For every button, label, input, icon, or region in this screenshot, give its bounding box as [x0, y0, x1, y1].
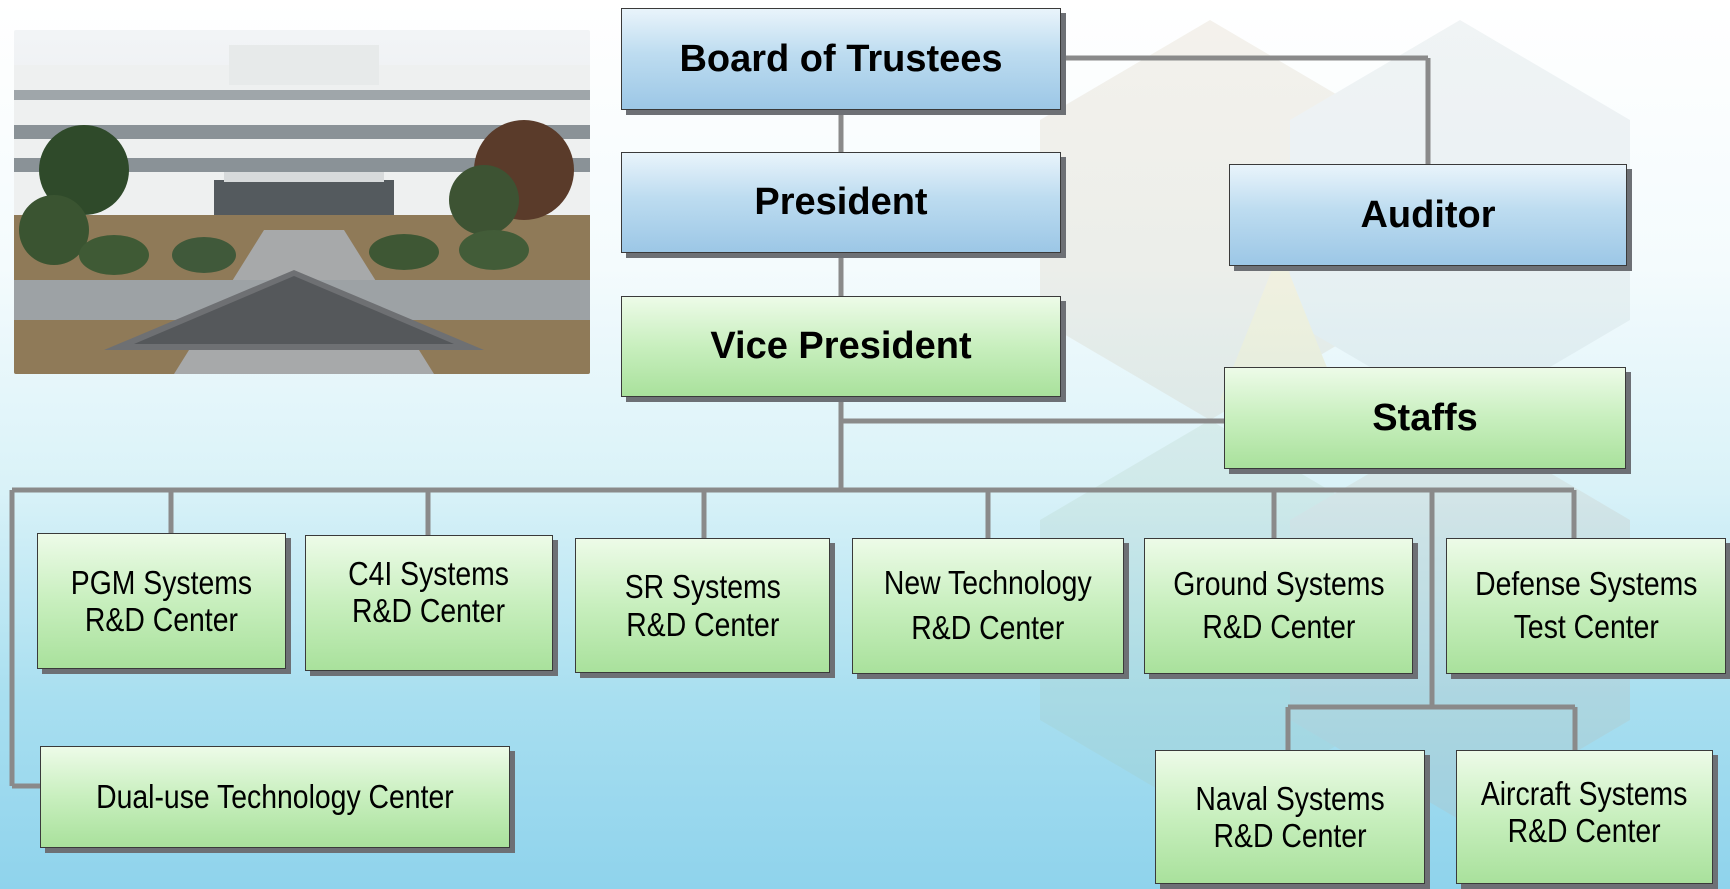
unit-sr-line2: R&D Center: [625, 605, 779, 643]
staffs-label: Staffs: [1372, 396, 1478, 439]
vice-president-box: Vice President: [621, 296, 1061, 397]
building-photo: [14, 30, 590, 374]
unit-aircraft-line2: R&D Center: [1507, 812, 1661, 849]
unit-naval-line1: Naval Systems: [1195, 779, 1385, 817]
vice-president-label: Vice President: [710, 325, 972, 367]
unit-pgm-line1: PGM Systems: [70, 563, 253, 601]
unit-dualuse-box: Dual-use Technology Center: [40, 746, 510, 848]
unit-defense-line1: Defense Systems: [1474, 565, 1698, 603]
president-box: President: [621, 152, 1061, 253]
board-of-trustees-label: Board of Trustees: [679, 37, 1003, 80]
unit-ground-line1: Ground Systems: [1172, 565, 1385, 603]
unit-sr-line1: SR Systems: [624, 568, 781, 606]
unit-ground-line2: R&D Center: [1201, 608, 1355, 645]
president-label: President: [754, 181, 928, 223]
unit-aircraft-line1: Aircraft Systems: [1481, 774, 1688, 812]
staffs-box: Staffs: [1224, 367, 1626, 469]
unit-pgm-box: PGM Systems R&D Center: [37, 533, 286, 669]
auditor-box: Auditor: [1229, 164, 1627, 266]
unit-naval-box: Naval Systems R&D Center: [1155, 750, 1425, 884]
unit-c4i-box: C4I Systems R&D Center: [305, 535, 553, 671]
unit-c4i-line2: R&D Center: [352, 592, 506, 629]
unit-ground-box: Ground Systems R&D Center: [1144, 538, 1413, 674]
auditor-label: Auditor: [1360, 193, 1496, 236]
unit-defense-line2: Test Center: [1513, 608, 1659, 645]
unit-pgm-line2: R&D Center: [84, 601, 238, 638]
unit-defense-box: Defense Systems Test Center: [1446, 538, 1726, 674]
unit-aircraft-box: Aircraft Systems R&D Center: [1456, 750, 1713, 884]
unit-naval-line2: R&D Center: [1213, 817, 1367, 854]
unit-newtech-line2: R&D Center: [911, 609, 1065, 646]
unit-c4i-line1: C4I Systems: [348, 554, 510, 592]
unit-newtech-line1: New Technology: [884, 564, 1092, 602]
unit-sr-box: SR Systems R&D Center: [575, 538, 830, 673]
board-of-trustees-box: Board of Trustees: [621, 8, 1061, 110]
unit-dualuse-line1: Dual-use Technology Center: [96, 778, 454, 816]
unit-newtech-box: New Technology R&D Center: [852, 538, 1124, 674]
